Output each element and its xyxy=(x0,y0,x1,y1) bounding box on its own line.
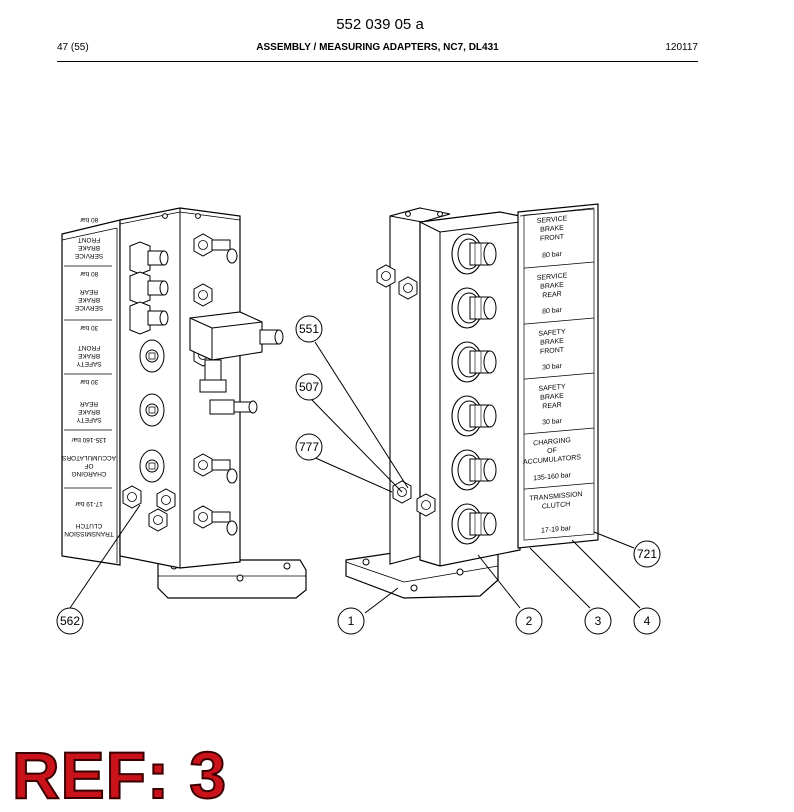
callout-551 xyxy=(295,315,323,343)
right-plate-5-l2: OF xyxy=(547,447,557,455)
right-plate-2-l2: BRAKE xyxy=(540,282,564,291)
left-plate-4-l4: 30 bar xyxy=(79,324,98,331)
left-plate-2-l1: CHARGING xyxy=(71,470,106,477)
left-plate-4-l3: FRONT xyxy=(78,344,100,351)
left-plate-1-l1: TRANSMISSION xyxy=(64,530,114,537)
callouts: 551 507 777 721 562 1 2 3 4 xyxy=(56,315,661,635)
right-plate-1-l4: 80 bar xyxy=(542,251,562,260)
callout-551-label: 551 xyxy=(299,322,319,336)
callout-2 xyxy=(515,607,543,635)
right-plate-6-l1: TRANSMISSION xyxy=(529,491,582,503)
callout-3-label: 3 xyxy=(595,614,602,628)
left-assembly: TRANSMISSION CLUTCH 17-19 bar CHARGING O… xyxy=(61,207,307,599)
right-plate-2-l1: SERVICE xyxy=(537,272,568,282)
callout-1 xyxy=(337,607,365,635)
page-reference: 47 (55) xyxy=(57,42,89,53)
right-plate-4-l3: REAR xyxy=(542,402,561,411)
right-plate-3-l2: BRAKE xyxy=(540,338,564,347)
callout-721-label: 721 xyxy=(637,547,657,561)
left-plate-5-l1: SERVICE xyxy=(74,304,103,311)
right-plate-3-l3: FRONT xyxy=(540,347,565,356)
callout-562 xyxy=(56,607,84,635)
left-plate-6-l2: BRAKE xyxy=(77,244,100,251)
right-plate-1-l1: SERVICE xyxy=(537,215,568,225)
callout-1-label: 1 xyxy=(348,614,355,628)
left-plate-6-l1: SERVICE xyxy=(74,252,103,259)
right-plate-6-l2: CLUTCH xyxy=(542,501,570,510)
right-plate-1-l3: FRONT xyxy=(540,234,565,243)
callout-777-label: 777 xyxy=(299,440,319,454)
right-plate-3-l1: SAFETY xyxy=(538,328,566,337)
left-plate-labels: TRANSMISSION CLUTCH 17-19 bar CHARGING O… xyxy=(61,216,116,537)
document-title: ASSEMBLY / MEASURING ADAPTERS, NC7, DL43… xyxy=(256,42,499,53)
left-plate-2-l4: 135-160 bar xyxy=(71,436,107,443)
callout-2-label: 2 xyxy=(526,614,533,628)
right-plate-labels: SERVICE BRAKE FRONT 80 bar SERVICE BRAKE… xyxy=(523,208,595,541)
reference-stamp: REF: 3 xyxy=(11,738,228,812)
right-plate-2-l3: REAR xyxy=(542,291,561,300)
callout-507 xyxy=(295,373,323,401)
left-plate-3-l3: REAR xyxy=(80,400,98,407)
page-header: 47 (55) ASSEMBLY / MEASURING ADAPTERS, N… xyxy=(57,42,698,58)
document-number: 552 039 05 a xyxy=(336,16,424,33)
left-plate-6-l4: 80 bar xyxy=(79,216,98,223)
right-plate-5-l1: CHARGING xyxy=(533,437,571,447)
callout-777 xyxy=(295,433,323,461)
left-plate-3-l2: BRAKE xyxy=(77,408,100,415)
left-plate-5-l3: REAR xyxy=(80,288,98,295)
callout-721 xyxy=(633,540,661,568)
left-plate-3-l4: 30 bar xyxy=(79,378,98,385)
left-plate-1-l2: CLUTCH xyxy=(76,522,103,529)
callout-507-label: 507 xyxy=(299,380,319,394)
right-plate-4-l4: 30 bar xyxy=(542,418,562,427)
right-plate-5-l4: 135-160 bar xyxy=(533,472,571,482)
left-plate-5-l2: BRAKE xyxy=(77,296,100,303)
callout-3 xyxy=(584,607,612,635)
left-plate-5-l4: 80 bar xyxy=(79,270,98,277)
right-plate-4-l1: SAFETY xyxy=(538,383,566,392)
callout-562-label: 562 xyxy=(60,614,80,628)
right-plate-2-l4: 80 bar xyxy=(542,307,562,316)
right-plate-6-l3: 17-19 bar xyxy=(541,525,572,535)
document-date: 120117 xyxy=(665,42,698,53)
left-plate-6-l3: FRONT xyxy=(78,236,100,243)
right-assembly: SERVICE BRAKE FRONT 80 bar SERVICE BRAKE… xyxy=(345,203,599,599)
right-plate-1-l2: BRAKE xyxy=(540,225,564,234)
left-plate-3-l1: SAFETY xyxy=(76,416,102,423)
callout-4 xyxy=(633,607,661,635)
right-plate-3-l4: 30 bar xyxy=(542,363,562,372)
right-plate-4-l2: BRAKE xyxy=(540,393,564,402)
left-plate-2-l3: ACCUMULATORS xyxy=(61,454,116,461)
callout-4-label: 4 xyxy=(644,614,651,628)
header-rule xyxy=(57,61,698,62)
left-plate-2-l2: OF xyxy=(84,462,93,469)
left-plate-4-l2: BRAKE xyxy=(77,352,100,359)
left-plate-4-l1: SAFETY xyxy=(76,360,102,367)
left-plate-1-l3: 17-19 bar xyxy=(74,500,103,507)
